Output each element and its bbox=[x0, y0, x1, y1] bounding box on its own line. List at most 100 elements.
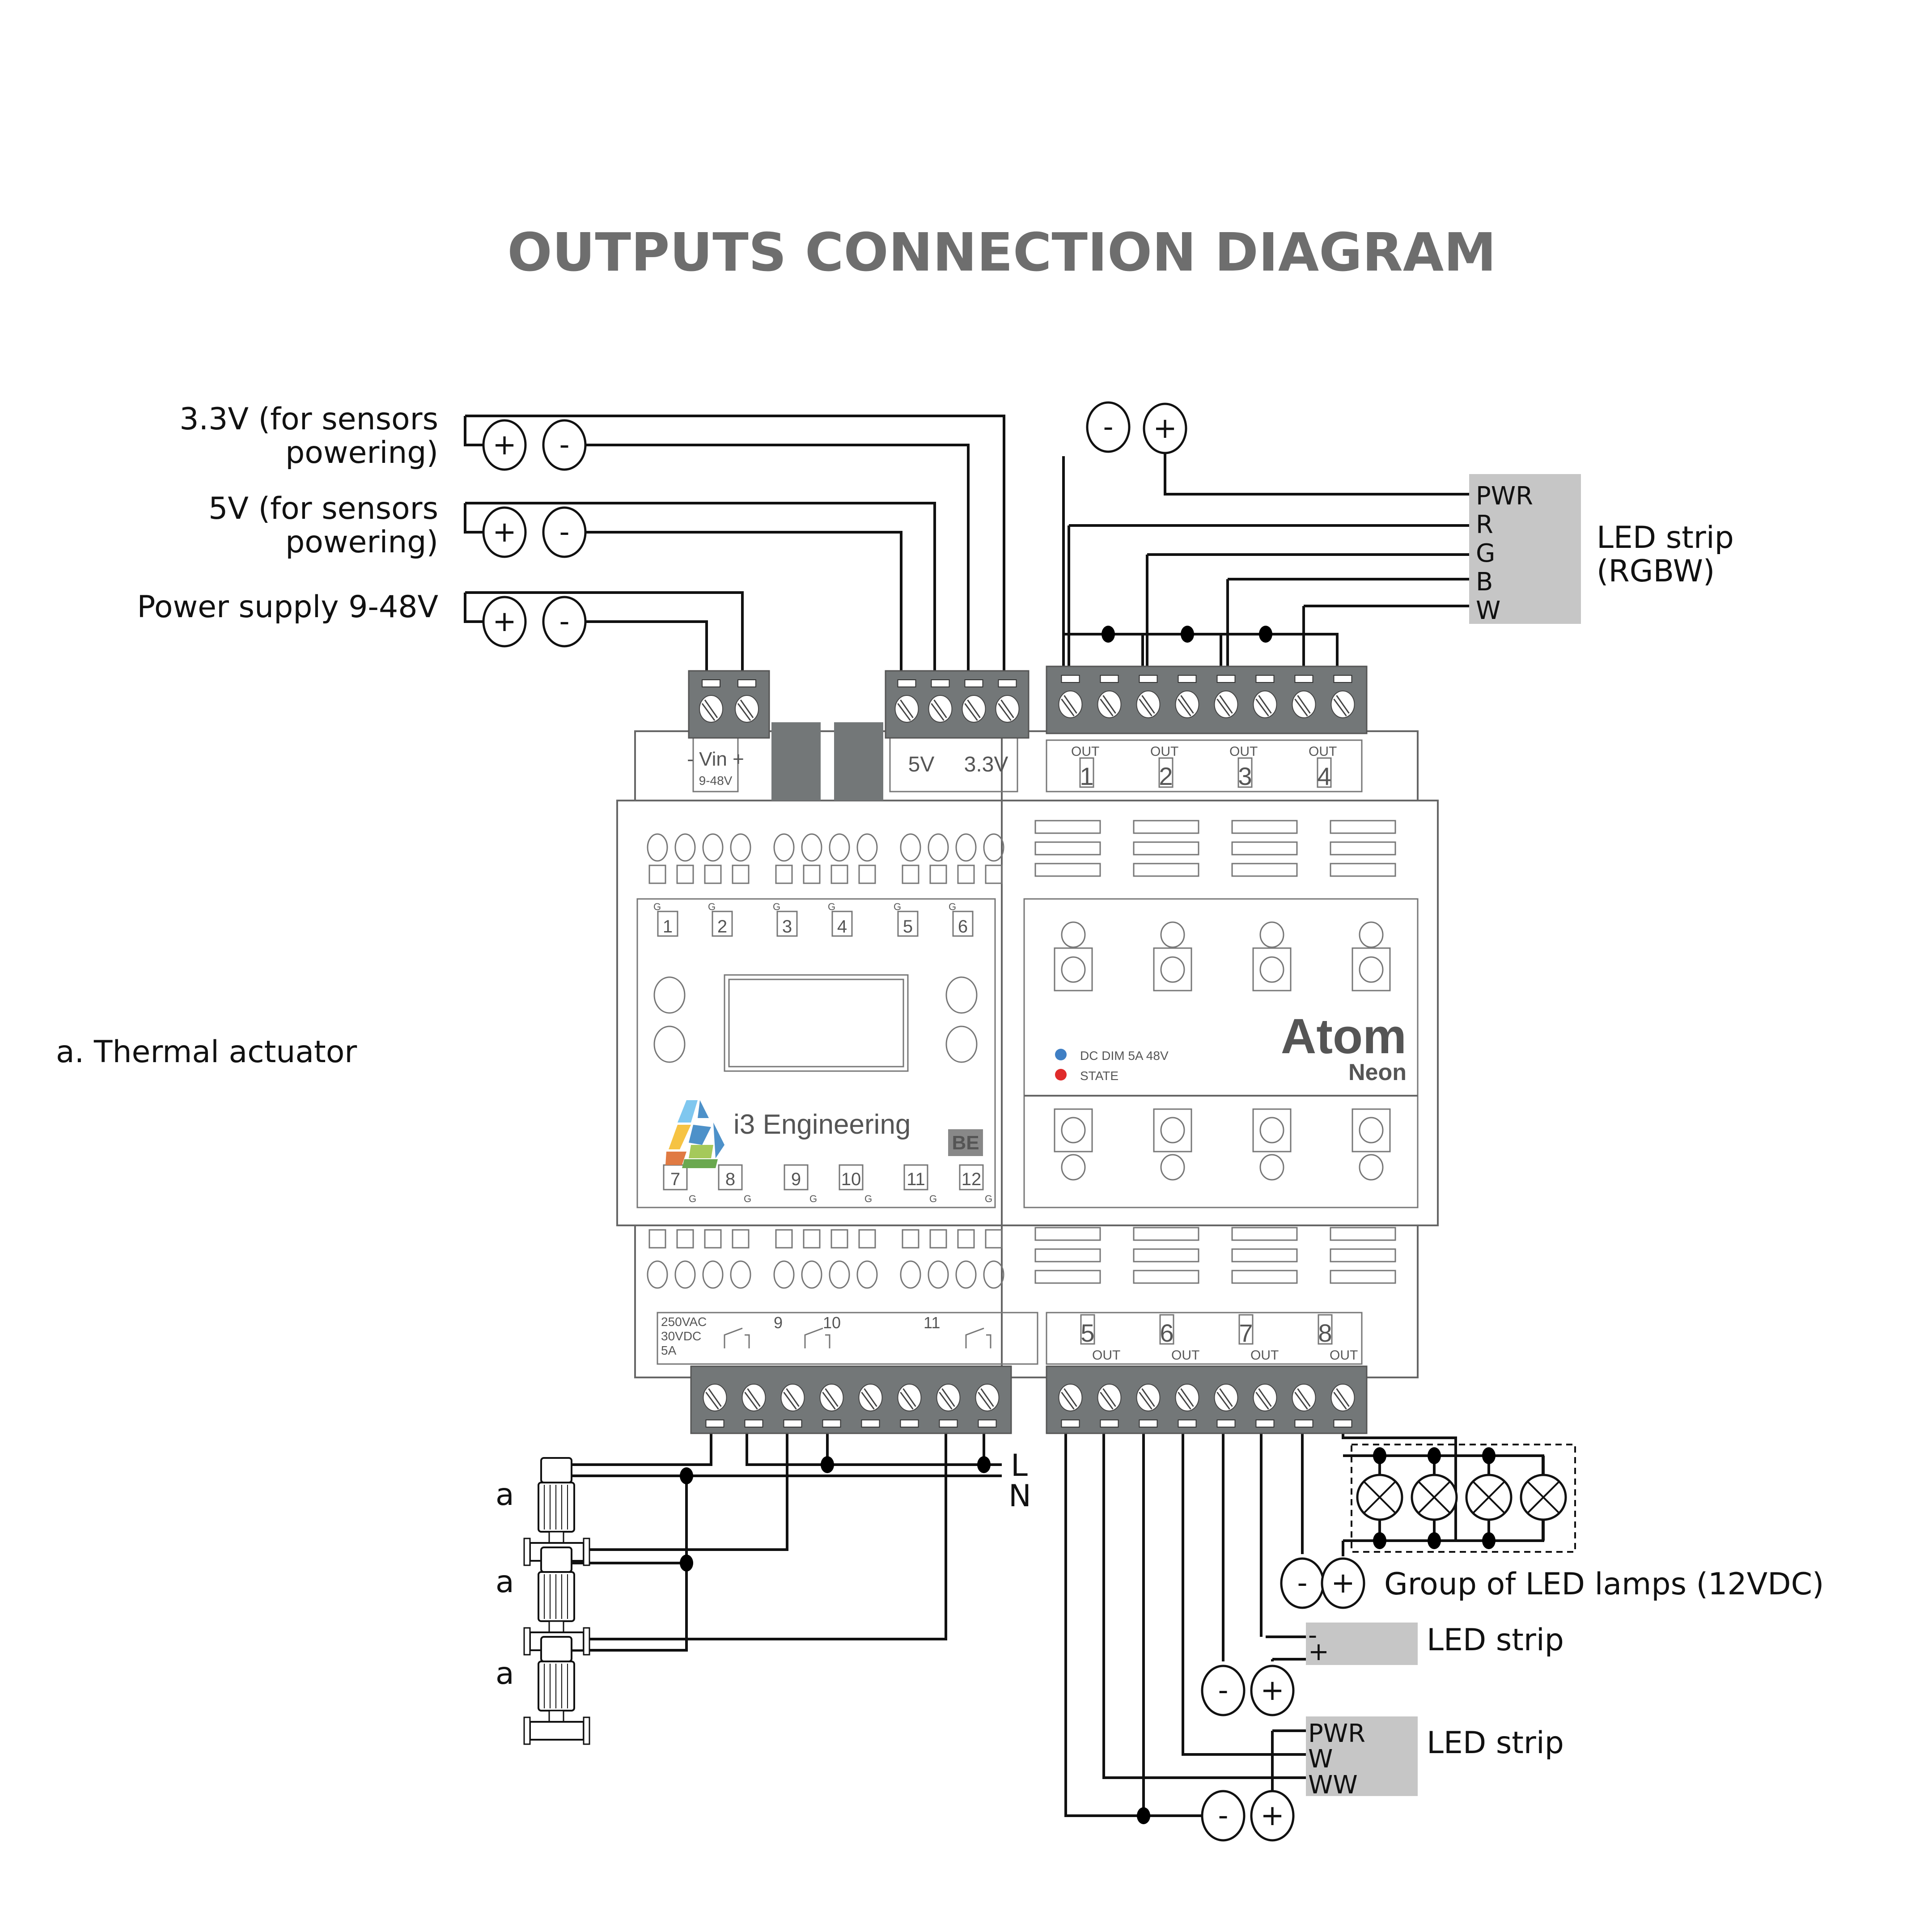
minus-terminal-icon bbox=[542, 419, 587, 471]
display-screen bbox=[724, 974, 909, 1072]
output-number-box bbox=[1080, 1314, 1095, 1345]
junction-dot bbox=[977, 1456, 991, 1473]
output-button bbox=[1352, 1108, 1391, 1152]
plus-terminal-icon bbox=[482, 506, 527, 558]
vent-slot bbox=[902, 864, 919, 884]
wire-out8-w bbox=[1182, 1422, 1306, 1756]
vent-slot bbox=[985, 864, 1003, 884]
outputs-bottom-label-plate bbox=[1046, 1312, 1363, 1365]
terminal-slot bbox=[1255, 675, 1275, 683]
vent-slot bbox=[1231, 1270, 1298, 1284]
vent-slot bbox=[730, 833, 751, 862]
terminal-slot bbox=[897, 679, 916, 687]
be-badge-label: BE bbox=[952, 1132, 979, 1154]
terminal-slot bbox=[1333, 1419, 1352, 1428]
junction-dot bbox=[680, 1467, 693, 1484]
terminal-slot bbox=[1294, 1419, 1313, 1428]
thermal-actuator-icon bbox=[523, 1636, 590, 1745]
input-ground-label: G bbox=[929, 1193, 937, 1204]
mains-L-label: L bbox=[1011, 1448, 1028, 1483]
led-strip-mono-box bbox=[1306, 1623, 1418, 1665]
input-ground-label: G bbox=[894, 901, 901, 912]
terminal-slot bbox=[998, 679, 1017, 687]
relay-rating: 30VDC bbox=[661, 1329, 701, 1343]
vent-slot bbox=[1133, 1227, 1199, 1241]
button-icon bbox=[945, 1025, 978, 1063]
out-label: OUT bbox=[1309, 744, 1337, 759]
terminal-slot bbox=[978, 1419, 997, 1428]
vent-slot bbox=[647, 833, 668, 862]
minus-terminal-icon bbox=[1086, 401, 1131, 453]
pin-label: W bbox=[1476, 596, 1500, 625]
vent-slot bbox=[801, 833, 822, 862]
vent-slot bbox=[1231, 841, 1298, 856]
vent-slot bbox=[1133, 841, 1199, 856]
output-number: 8 bbox=[1318, 1319, 1332, 1347]
minus-terminal-icon bbox=[1201, 1790, 1246, 1842]
vent-slot bbox=[773, 833, 795, 862]
vent-slot bbox=[674, 833, 696, 862]
plus-terminal-icon bbox=[1321, 1557, 1365, 1609]
input-ground-label: G bbox=[744, 1193, 751, 1204]
vent-slot bbox=[957, 864, 975, 884]
jumper-icon bbox=[771, 722, 821, 801]
wire-group-bottom-bus bbox=[1343, 1518, 1544, 1542]
vent-slot bbox=[1034, 1227, 1101, 1241]
vent-slot bbox=[830, 1229, 848, 1249]
vent-slot bbox=[928, 1260, 949, 1289]
terminal-slot bbox=[1100, 1419, 1119, 1428]
vent-slot bbox=[955, 1260, 977, 1289]
vent-slot bbox=[1231, 1227, 1298, 1241]
actuator-tag: a bbox=[496, 1477, 514, 1513]
pin-label: W bbox=[1308, 1745, 1333, 1774]
junction-dot bbox=[1102, 626, 1115, 643]
wire-vin-minus bbox=[586, 620, 708, 682]
output-number-box bbox=[1079, 757, 1094, 788]
power-input-label-line2: powering) bbox=[285, 435, 438, 470]
vent-slot bbox=[929, 1229, 947, 1249]
vent-slot bbox=[801, 1260, 822, 1289]
status-led-label: STATE bbox=[1080, 1069, 1119, 1083]
vent-slot bbox=[704, 864, 722, 884]
pin-label: - bbox=[1308, 1621, 1317, 1650]
vent-slot bbox=[829, 833, 850, 862]
model-variant: Neon bbox=[1348, 1059, 1407, 1085]
vent-slot bbox=[674, 1260, 696, 1289]
wire-3v3-minus bbox=[586, 444, 970, 682]
vent-slot bbox=[900, 833, 921, 862]
junction-dot bbox=[680, 1555, 693, 1572]
vent-slot bbox=[983, 833, 1004, 862]
terminal-slot bbox=[822, 1419, 841, 1428]
led-strip-rgbw-label-line2: (RGBW) bbox=[1597, 554, 1715, 589]
input-number: 3 bbox=[782, 917, 792, 936]
led-strip-cct-box bbox=[1306, 1716, 1418, 1796]
terminal-slot bbox=[1139, 1419, 1158, 1428]
wire-relay-3 bbox=[559, 1422, 947, 1640]
plus-terminal-icon bbox=[1250, 1790, 1295, 1842]
minus-terminal-icon bbox=[542, 596, 587, 648]
pole-rgbw-plus: + bbox=[1143, 402, 1187, 454]
power-input-5v: 5V (for sensors powering) bbox=[208, 491, 438, 560]
terminal-sign: - bbox=[559, 516, 569, 549]
vent-slot bbox=[1330, 1270, 1396, 1284]
output-button bbox=[1054, 947, 1093, 991]
output-number: 5 bbox=[1080, 1319, 1094, 1347]
output-number: 2 bbox=[1159, 762, 1173, 790]
jumper-icon bbox=[834, 722, 883, 801]
terminal-sign: + bbox=[1331, 1567, 1355, 1600]
input-ground-label: G bbox=[828, 901, 835, 912]
input-number: 11 bbox=[907, 1169, 925, 1189]
input-number: 2 bbox=[717, 917, 727, 936]
output-button bbox=[1352, 947, 1391, 991]
output-number-box bbox=[1318, 1314, 1333, 1345]
actuator-cap bbox=[540, 1636, 572, 1662]
out-label: OUT bbox=[1071, 744, 1099, 759]
plus-terminal-icon bbox=[482, 596, 527, 648]
terminal-slot bbox=[1178, 1419, 1197, 1428]
led-indicator-icon bbox=[1160, 1117, 1185, 1144]
actuator-stem bbox=[548, 1531, 564, 1544]
relay-number: 11 bbox=[924, 1313, 940, 1332]
input-terminal-box bbox=[718, 1164, 743, 1191]
actuator-cap bbox=[540, 1546, 572, 1573]
